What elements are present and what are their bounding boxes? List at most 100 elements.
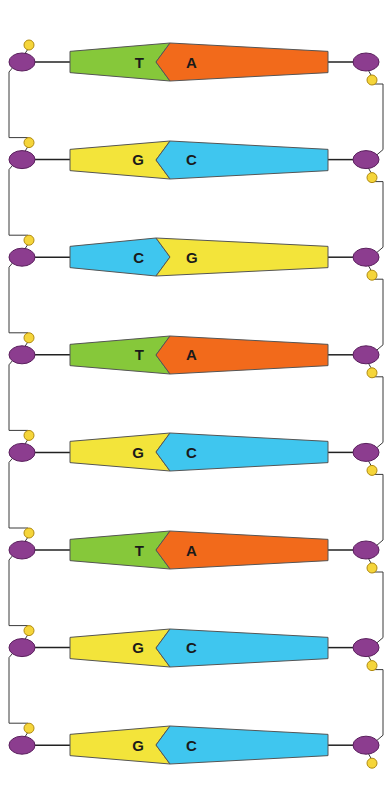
strand-line bbox=[372, 572, 383, 644]
nucleotide-base: C bbox=[70, 238, 170, 276]
base-shape bbox=[70, 531, 170, 569]
base-shape bbox=[70, 336, 170, 374]
base-outline bbox=[70, 238, 170, 276]
sugar-base-bond bbox=[34, 549, 72, 551]
sugar bbox=[9, 248, 35, 266]
base-outline bbox=[70, 141, 170, 179]
nucleotide-base: T bbox=[70, 43, 170, 81]
base-letter: C bbox=[186, 152, 197, 167]
base-outline bbox=[156, 629, 328, 667]
sugar bbox=[353, 736, 379, 754]
sugar-base-bond bbox=[34, 61, 72, 63]
sugar bbox=[9, 541, 35, 559]
base-outline bbox=[156, 141, 328, 179]
strand-line bbox=[9, 261, 28, 338]
phosphate bbox=[24, 138, 34, 148]
nucleotide-base: T bbox=[70, 531, 170, 569]
sugar bbox=[9, 443, 35, 461]
sugar-base-bond bbox=[34, 647, 72, 649]
base-shape bbox=[70, 43, 170, 81]
nucleotide-base: C bbox=[156, 629, 328, 667]
base-shape bbox=[156, 629, 328, 667]
nucleotide-base: A bbox=[156, 336, 328, 374]
nucleotide-base: A bbox=[156, 43, 328, 81]
sugar-base-bond bbox=[326, 647, 356, 649]
phosphate bbox=[24, 333, 34, 343]
sugar bbox=[353, 639, 379, 657]
sugar bbox=[9, 53, 35, 71]
phosphate bbox=[24, 626, 34, 636]
sugar-base-bond bbox=[34, 256, 72, 258]
base-shape bbox=[70, 141, 170, 179]
base-outline bbox=[156, 531, 328, 569]
base-letter: G bbox=[186, 250, 198, 265]
base-outline bbox=[156, 238, 328, 276]
sugar-base-bond bbox=[326, 256, 356, 258]
nucleotide-base: G bbox=[70, 433, 170, 471]
base-letter: G bbox=[132, 445, 144, 460]
sugar-base-bond bbox=[34, 354, 72, 356]
base-outline bbox=[156, 726, 328, 764]
strand-line bbox=[9, 164, 28, 241]
sugar bbox=[353, 346, 379, 364]
phosphate bbox=[367, 368, 377, 378]
base-letter: C bbox=[186, 640, 197, 655]
phosphate bbox=[367, 173, 377, 183]
sugar-base-bond bbox=[326, 354, 356, 356]
base-letter: C bbox=[186, 445, 197, 460]
base-shape bbox=[70, 433, 170, 471]
strand-line bbox=[9, 66, 28, 143]
strand-line bbox=[9, 652, 28, 729]
base-shape bbox=[156, 531, 328, 569]
nucleotide-base: G bbox=[70, 141, 170, 179]
strand-line bbox=[372, 377, 383, 449]
nucleotide-base: C bbox=[156, 726, 328, 764]
base-letter: A bbox=[186, 543, 197, 558]
phosphate bbox=[24, 40, 34, 50]
base-outline bbox=[156, 336, 328, 374]
phosphate bbox=[367, 758, 377, 768]
base-letter: A bbox=[186, 347, 197, 362]
base-shape bbox=[156, 433, 328, 471]
strand-line bbox=[9, 456, 28, 533]
base-shape bbox=[156, 726, 328, 764]
base-shape bbox=[70, 726, 170, 764]
nucleotide-base: G bbox=[70, 726, 170, 764]
strand-line bbox=[372, 474, 383, 546]
strand-line bbox=[9, 359, 28, 436]
sugar-base-bond bbox=[34, 744, 72, 746]
phosphate bbox=[367, 563, 377, 573]
sugar bbox=[9, 639, 35, 657]
nucleotide-base: C bbox=[156, 433, 328, 471]
base-outline bbox=[156, 433, 328, 471]
nucleotide-base: T bbox=[70, 336, 170, 374]
strand-line bbox=[372, 670, 383, 742]
nucleotide-base: G bbox=[70, 629, 170, 667]
base-outline bbox=[70, 531, 170, 569]
base-shape bbox=[156, 43, 328, 81]
base-shape bbox=[70, 238, 170, 276]
base-letter: T bbox=[135, 543, 144, 558]
sugar-base-bond bbox=[326, 159, 356, 161]
sugar bbox=[353, 443, 379, 461]
phosphate bbox=[367, 75, 377, 85]
base-letter: T bbox=[135, 347, 144, 362]
base-shape bbox=[156, 141, 328, 179]
base-letter: G bbox=[132, 152, 144, 167]
base-letter: G bbox=[132, 640, 144, 655]
sugar-base-bond bbox=[34, 452, 72, 454]
base-outline bbox=[70, 629, 170, 667]
sugar bbox=[353, 541, 379, 559]
sugar-base-bond bbox=[326, 549, 356, 551]
strand-line bbox=[372, 182, 383, 254]
base-outline bbox=[70, 433, 170, 471]
nucleotide-base: A bbox=[156, 531, 328, 569]
base-shape bbox=[156, 336, 328, 374]
sugar-base-bond bbox=[326, 744, 356, 746]
base-outline bbox=[156, 43, 328, 81]
strand-line bbox=[372, 279, 383, 351]
sugar bbox=[353, 248, 379, 266]
sugar bbox=[9, 736, 35, 754]
